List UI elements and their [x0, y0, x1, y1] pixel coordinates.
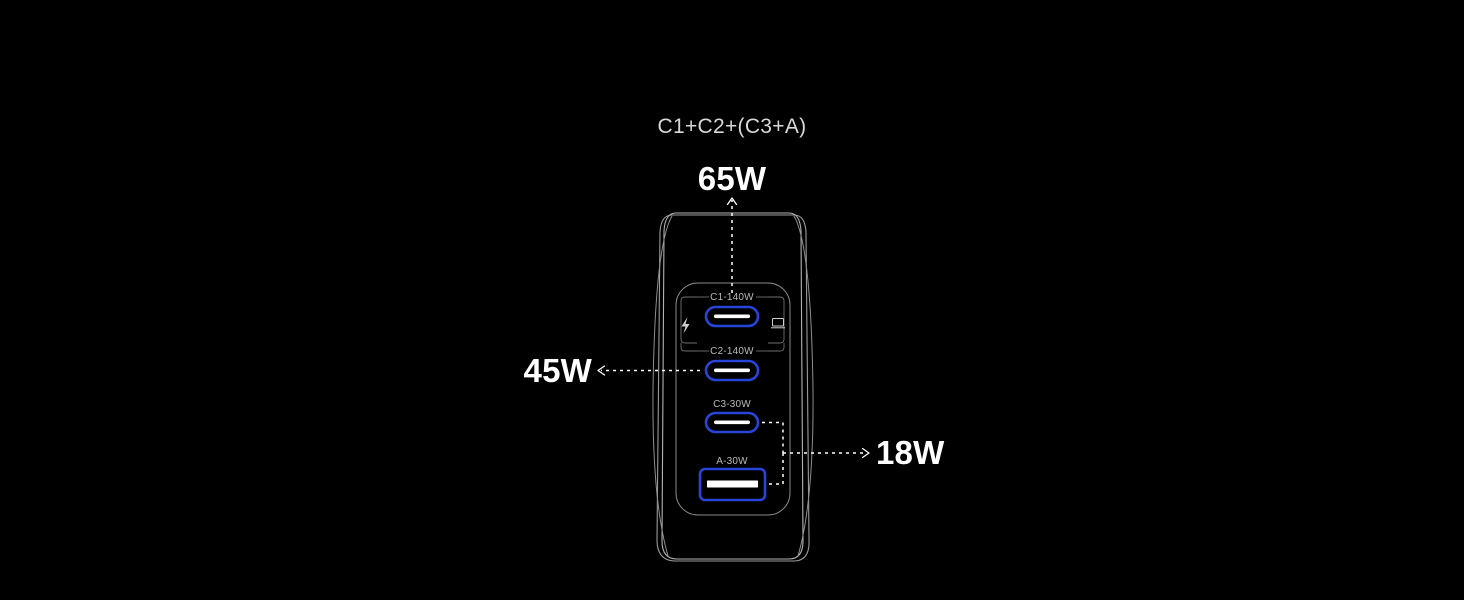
charger-body: [652, 212, 814, 562]
charger-front-face: [661, 212, 804, 560]
c1-c2-group-outline: [680, 296, 785, 352]
port-c3-slot: [714, 420, 750, 425]
port-a-ring: [698, 467, 767, 502]
callout-65w-value: 65W: [698, 160, 767, 197]
callout-18w: 18W: [762, 421, 945, 485]
port-panel: [675, 282, 791, 516]
charger-left-edge: [652, 215, 673, 557]
port-c1-slot: [714, 314, 750, 319]
port-c1[interactable]: C1-140W: [704, 292, 760, 328]
c1-c2-group-lower-right-corner: [768, 343, 785, 352]
port-a-slot: [707, 480, 758, 488]
port-a[interactable]: A-30W: [698, 456, 767, 502]
diagram-title: C1+C2+(C3+A): [658, 115, 807, 138]
port-c1-label: C1-140W: [710, 292, 754, 303]
callout-65w: 65W: [698, 160, 767, 293]
port-c3-ring: [704, 411, 760, 434]
port-c2-ring: [704, 359, 760, 382]
lightning-bolt-icon: [681, 317, 690, 334]
callout-45w-value: 45W: [524, 352, 593, 389]
port-c3[interactable]: C3-30W: [704, 399, 760, 434]
c1-c2-group-right-bracket: [768, 296, 785, 344]
port-c2[interactable]: C2-140W: [704, 346, 760, 382]
c1-c2-group-lower-left-corner: [680, 343, 697, 352]
callout-45w-arrowhead: [597, 365, 606, 376]
callout-65w-arrowhead: [726, 197, 738, 206]
callout-45w: 45W: [524, 352, 700, 389]
c1-c2-group-left-bracket: [680, 296, 697, 344]
charger-right-edge: [793, 215, 814, 557]
port-c2-label: C2-140W: [710, 346, 754, 357]
callout-18w-value: 18W: [876, 434, 945, 471]
laptop-icon: [771, 318, 785, 329]
port-a-label: A-30W: [716, 456, 748, 467]
callout-18w-arrowhead: [861, 447, 870, 459]
port-c1-ring: [704, 305, 760, 328]
charger-outer-silhouette: [656, 214, 810, 562]
callout-18w-branch-a: [769, 453, 784, 485]
port-c2-slot: [714, 368, 750, 373]
callout-18w-branch-c3: [762, 421, 784, 453]
port-c3-label: C3-30W: [713, 399, 751, 410]
